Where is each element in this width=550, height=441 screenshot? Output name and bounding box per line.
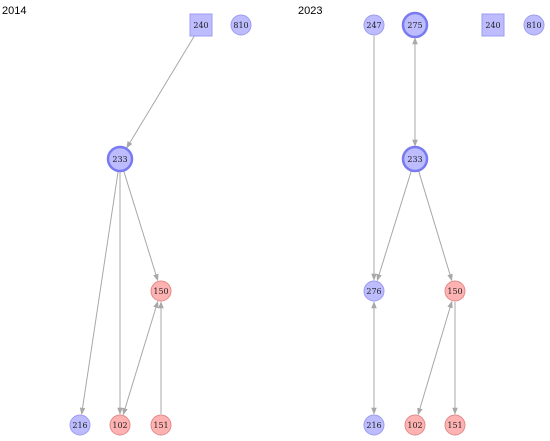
panel-2014-title: 2014 bbox=[2, 5, 26, 17]
node-circle bbox=[523, 14, 545, 36]
node-label: 102 bbox=[407, 421, 422, 430]
node-2023-275[interactable]: 275 bbox=[401, 11, 429, 39]
node-label: 150 bbox=[447, 287, 462, 296]
node-label: 216 bbox=[72, 421, 87, 430]
node-circle bbox=[404, 414, 426, 436]
node-circle bbox=[109, 414, 131, 436]
node-2023-810[interactable]: 810 bbox=[523, 14, 545, 36]
nodes-layer: 240 810 233 150 216 102 151 247 275 240 810 233 276 1… bbox=[69, 11, 545, 436]
node-circle bbox=[401, 11, 429, 39]
node-2014-150[interactable]: 150 bbox=[150, 280, 172, 302]
node-label: 151 bbox=[447, 421, 462, 430]
node-circle bbox=[444, 414, 466, 436]
node-2023-151[interactable]: 151 bbox=[444, 414, 466, 436]
edge-2014-240-233 bbox=[126, 35, 196, 149]
node-circle bbox=[363, 414, 385, 436]
node-2014-240[interactable]: 240 bbox=[189, 13, 213, 37]
node-circle bbox=[69, 414, 91, 436]
node-label: 240 bbox=[193, 21, 208, 30]
node-label: 276 bbox=[366, 287, 381, 296]
edge-2023-150-102 bbox=[417, 300, 453, 416]
node-label: 810 bbox=[526, 21, 541, 30]
node-2014-216[interactable]: 216 bbox=[69, 414, 91, 436]
node-square bbox=[189, 13, 213, 37]
node-2023-150[interactable]: 150 bbox=[444, 280, 466, 302]
edge-2014-102-150 bbox=[122, 300, 159, 416]
node-label: 102 bbox=[112, 421, 127, 430]
node-2023-216[interactable]: 216 bbox=[363, 414, 385, 436]
node-2023-240[interactable]: 240 bbox=[481, 13, 505, 37]
node-2014-102[interactable]: 102 bbox=[109, 414, 131, 436]
node-2014-233[interactable]: 233 bbox=[106, 145, 134, 173]
edge-2023-233-276 bbox=[376, 171, 412, 282]
node-label: 233 bbox=[112, 155, 127, 164]
edge-2014-233-150 bbox=[123, 171, 159, 282]
node-2014-810[interactable]: 810 bbox=[230, 14, 252, 36]
node-circle bbox=[363, 280, 385, 302]
node-label: 151 bbox=[153, 421, 168, 430]
node-2023-247[interactable]: 247 bbox=[363, 14, 385, 36]
node-label: 275 bbox=[407, 21, 422, 30]
node-label: 247 bbox=[366, 21, 381, 30]
node-label: 810 bbox=[233, 21, 248, 30]
node-label: 240 bbox=[485, 21, 500, 30]
node-2014-151[interactable]: 151 bbox=[150, 414, 172, 436]
edges-layer bbox=[79, 35, 458, 416]
node-circle bbox=[230, 14, 252, 36]
node-circle bbox=[363, 14, 385, 36]
edge-2014-233-216 bbox=[79, 171, 119, 415]
panel-2023-title: 2023 bbox=[298, 5, 322, 17]
node-label: 233 bbox=[407, 155, 422, 164]
node-label: 216 bbox=[366, 421, 381, 430]
node-2023-102[interactable]: 102 bbox=[404, 414, 426, 436]
node-2023-233[interactable]: 233 bbox=[401, 145, 429, 173]
edge-2023-233-150 bbox=[418, 171, 453, 282]
node-circle bbox=[401, 145, 429, 173]
node-circle bbox=[106, 145, 134, 173]
node-square bbox=[481, 13, 505, 37]
node-label: 150 bbox=[153, 287, 168, 296]
node-2023-276[interactable]: 276 bbox=[363, 280, 385, 302]
node-circle bbox=[150, 280, 172, 302]
node-circle bbox=[150, 414, 172, 436]
node-circle bbox=[444, 280, 466, 302]
